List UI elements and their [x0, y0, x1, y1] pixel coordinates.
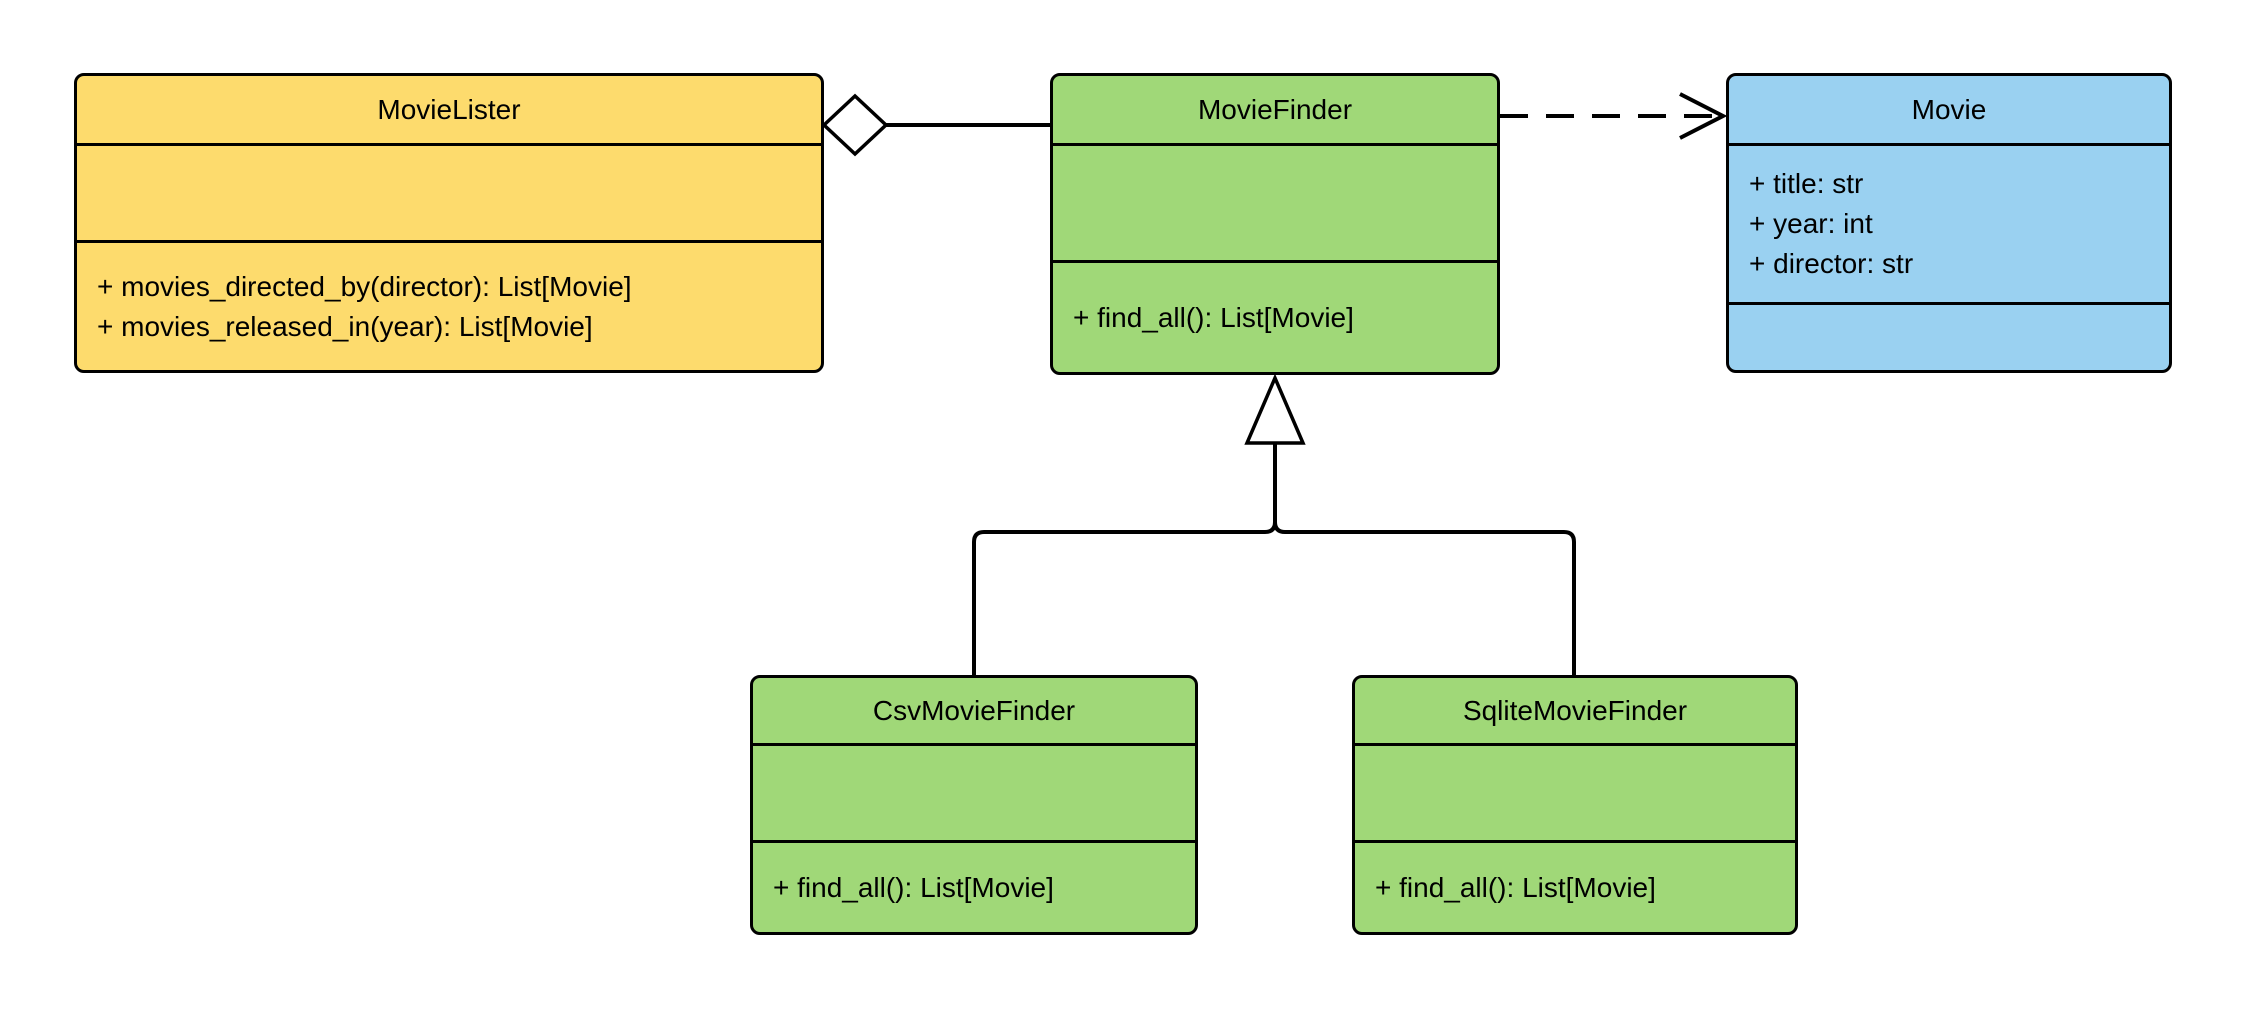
attribute-line: + title: str	[1749, 168, 1864, 199]
class-methods: + find_all(): List[Movie]	[753, 840, 1195, 932]
class-title: SqliteMovieFinder	[1462, 694, 1688, 726]
attribute-line: + year: int	[1749, 208, 1873, 239]
class-title: Movie	[1911, 93, 1987, 125]
class-methods	[1729, 302, 2169, 370]
class-csvmoviefinder: CsvMovieFinder + find_all(): List[Movie]	[750, 675, 1198, 935]
class-moviefinder: MovieFinder + find_all(): List[Movie]	[1050, 73, 1500, 375]
generalization-connector-csv	[972, 440, 1277, 675]
generalization-triangle-icon	[1244, 373, 1306, 445]
class-title: CsvMovieFinder	[872, 694, 1076, 726]
class-attributes	[77, 143, 821, 240]
class-title: MovieLister	[377, 93, 521, 125]
class-methods: + find_all(): List[Movie]	[1053, 260, 1497, 372]
aggregation-diamond-icon	[821, 93, 889, 157]
class-methods: + find_all(): List[Movie]	[1355, 840, 1795, 932]
class-attributes	[1053, 143, 1497, 260]
method-line: + movies_directed_by(director): List[Mov…	[97, 270, 632, 302]
class-attributes	[753, 743, 1195, 840]
class-movie: Movie + title: str + year: int + directo…	[1726, 73, 2172, 373]
dependency-open-arrow-icon	[1679, 92, 1728, 140]
generalization-connector-sqlite	[1273, 440, 1576, 675]
class-movielister: MovieLister + movies_directed_by(directo…	[74, 73, 824, 373]
class-attributes: + title: str + year: int + director: str	[1729, 143, 2169, 302]
attribute-line: + director: str	[1749, 248, 1914, 279]
method-line: + find_all(): List[Movie]	[773, 871, 1054, 903]
method-line: + find_all(): List[Movie]	[1073, 301, 1354, 333]
class-title: MovieFinder	[1197, 93, 1353, 125]
class-attributes	[1355, 743, 1795, 840]
class-sqlitemoviefinder: SqliteMovieFinder + find_all(): List[Mov…	[1352, 675, 1798, 935]
method-line: + movies_released_in(year): List[Movie]	[97, 310, 593, 342]
class-methods: + movies_directed_by(director): List[Mov…	[77, 240, 821, 370]
method-line: + find_all(): List[Movie]	[1375, 871, 1656, 903]
